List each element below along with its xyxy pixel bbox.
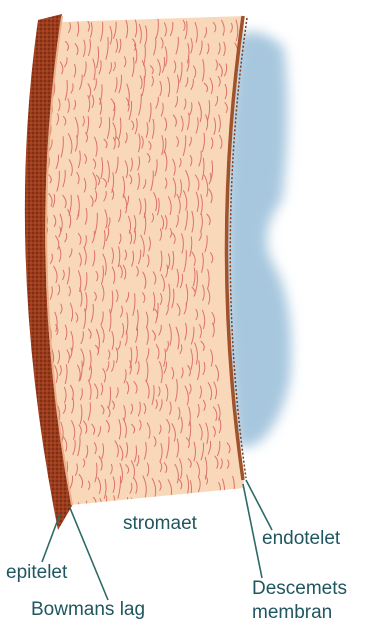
stroma-fiber: [210, 498, 213, 516]
descemet-label-line2: membran: [252, 602, 332, 623]
stroma-fiber: [157, 501, 160, 511]
bowman-leader: [70, 508, 108, 600]
descemet-leader: [243, 484, 262, 578]
stroma-layer: [43, 16, 245, 505]
descemet-label-line1: Descemets: [252, 578, 347, 599]
descemet-membrane-label: Descemets membran: [252, 577, 347, 625]
stroma-fiber: [182, 498, 184, 510]
stroma-fiber: [205, 503, 207, 520]
stroma-fiber: [236, 502, 238, 519]
stroma-fiber: [222, 500, 224, 515]
stroma-label: stromaet: [123, 513, 197, 535]
epithelium-label: epitelet: [6, 562, 67, 584]
epithelium-leader: [42, 514, 60, 562]
endothelium-leader: [246, 480, 272, 530]
endothelium-label: endotelet: [262, 528, 340, 550]
stroma-fiber: [185, 495, 187, 505]
bowman-layer-label: Bowmans lag: [31, 599, 145, 621]
stroma-fiber: [230, 498, 232, 512]
